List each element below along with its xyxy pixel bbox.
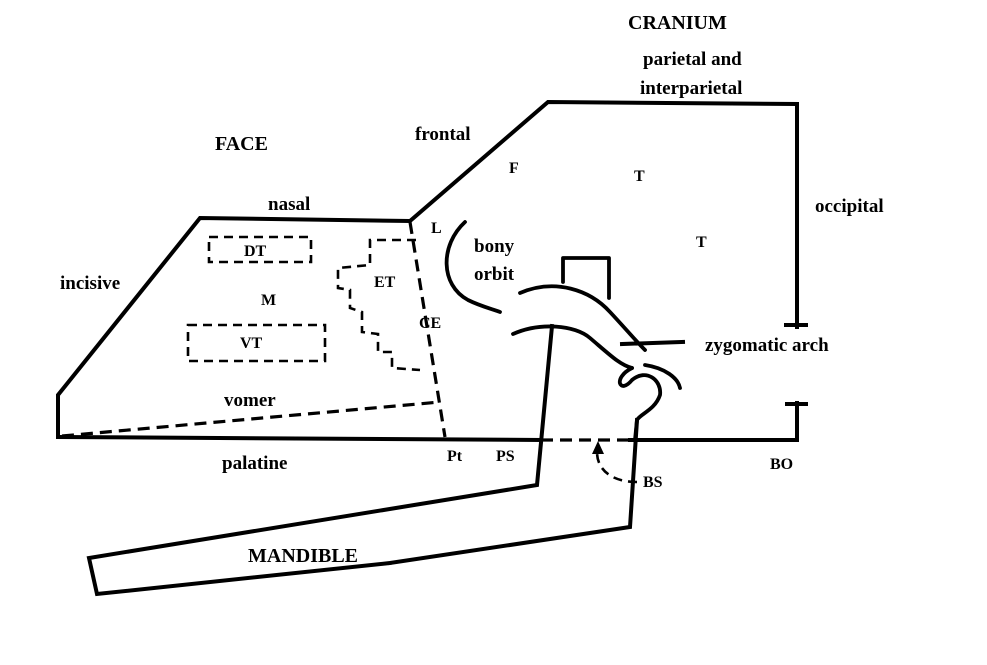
zygomatic-lower: [511, 324, 634, 370]
bony-orbit-curve: [444, 220, 502, 314]
zygomatic-arch-tick: [619, 339, 686, 347]
label-vomer: vomer: [224, 390, 276, 411]
label-bs: BS: [643, 474, 663, 491]
mandible-outline: [86, 323, 640, 597]
label-bony: bony: [474, 236, 515, 257]
label-m: M: [261, 292, 276, 309]
label-ce: CE: [419, 315, 441, 332]
ethmoturbinal-stairs: [336, 238, 421, 372]
zygomatic-upper: [518, 284, 647, 352]
label-t-upper: T: [634, 168, 645, 185]
bs-arrow-head: [592, 441, 604, 454]
face-outline: [56, 99, 799, 439]
label-palatine: palatine: [222, 453, 287, 474]
label-frontal: frontal: [415, 124, 471, 145]
label-bo: BO: [770, 456, 793, 473]
label-zygomatic-arch: zygomatic arch: [705, 335, 829, 356]
label-pt: Pt: [447, 448, 463, 465]
label-occipital: occipital: [815, 196, 884, 217]
label-orbit: orbit: [474, 264, 515, 285]
dorsal-turbinal-box: [207, 235, 313, 264]
bulla-hook: [618, 366, 662, 442]
ethmoid-divider: [408, 221, 447, 438]
label-et: ET: [374, 274, 396, 291]
label-nasal: nasal: [268, 194, 310, 215]
base-line: [55, 434, 544, 443]
label-l: L: [431, 220, 442, 237]
bulla-hook-outer: [643, 363, 682, 390]
label-ps: PS: [496, 448, 515, 465]
label-t-lower: T: [696, 234, 707, 251]
label-incisive: incisive: [60, 273, 120, 294]
label-dt: DT: [244, 243, 267, 260]
glenoid-rect: [561, 256, 611, 300]
label-parietal-line1: parietal and: [643, 49, 742, 70]
bs-arrow: [595, 451, 638, 484]
ventral-turbinal-box: [186, 323, 327, 363]
label-vt: VT: [240, 335, 263, 352]
label-face: FACE: [215, 133, 268, 155]
basioccipital-bracket: [628, 401, 799, 442]
label-cranium: CRANIUM: [628, 12, 727, 34]
label-mandible: MANDIBLE: [248, 545, 358, 567]
vomer-line: [61, 400, 441, 438]
label-f: F: [509, 160, 519, 177]
label-parietal-line2: interparietal: [640, 78, 742, 99]
